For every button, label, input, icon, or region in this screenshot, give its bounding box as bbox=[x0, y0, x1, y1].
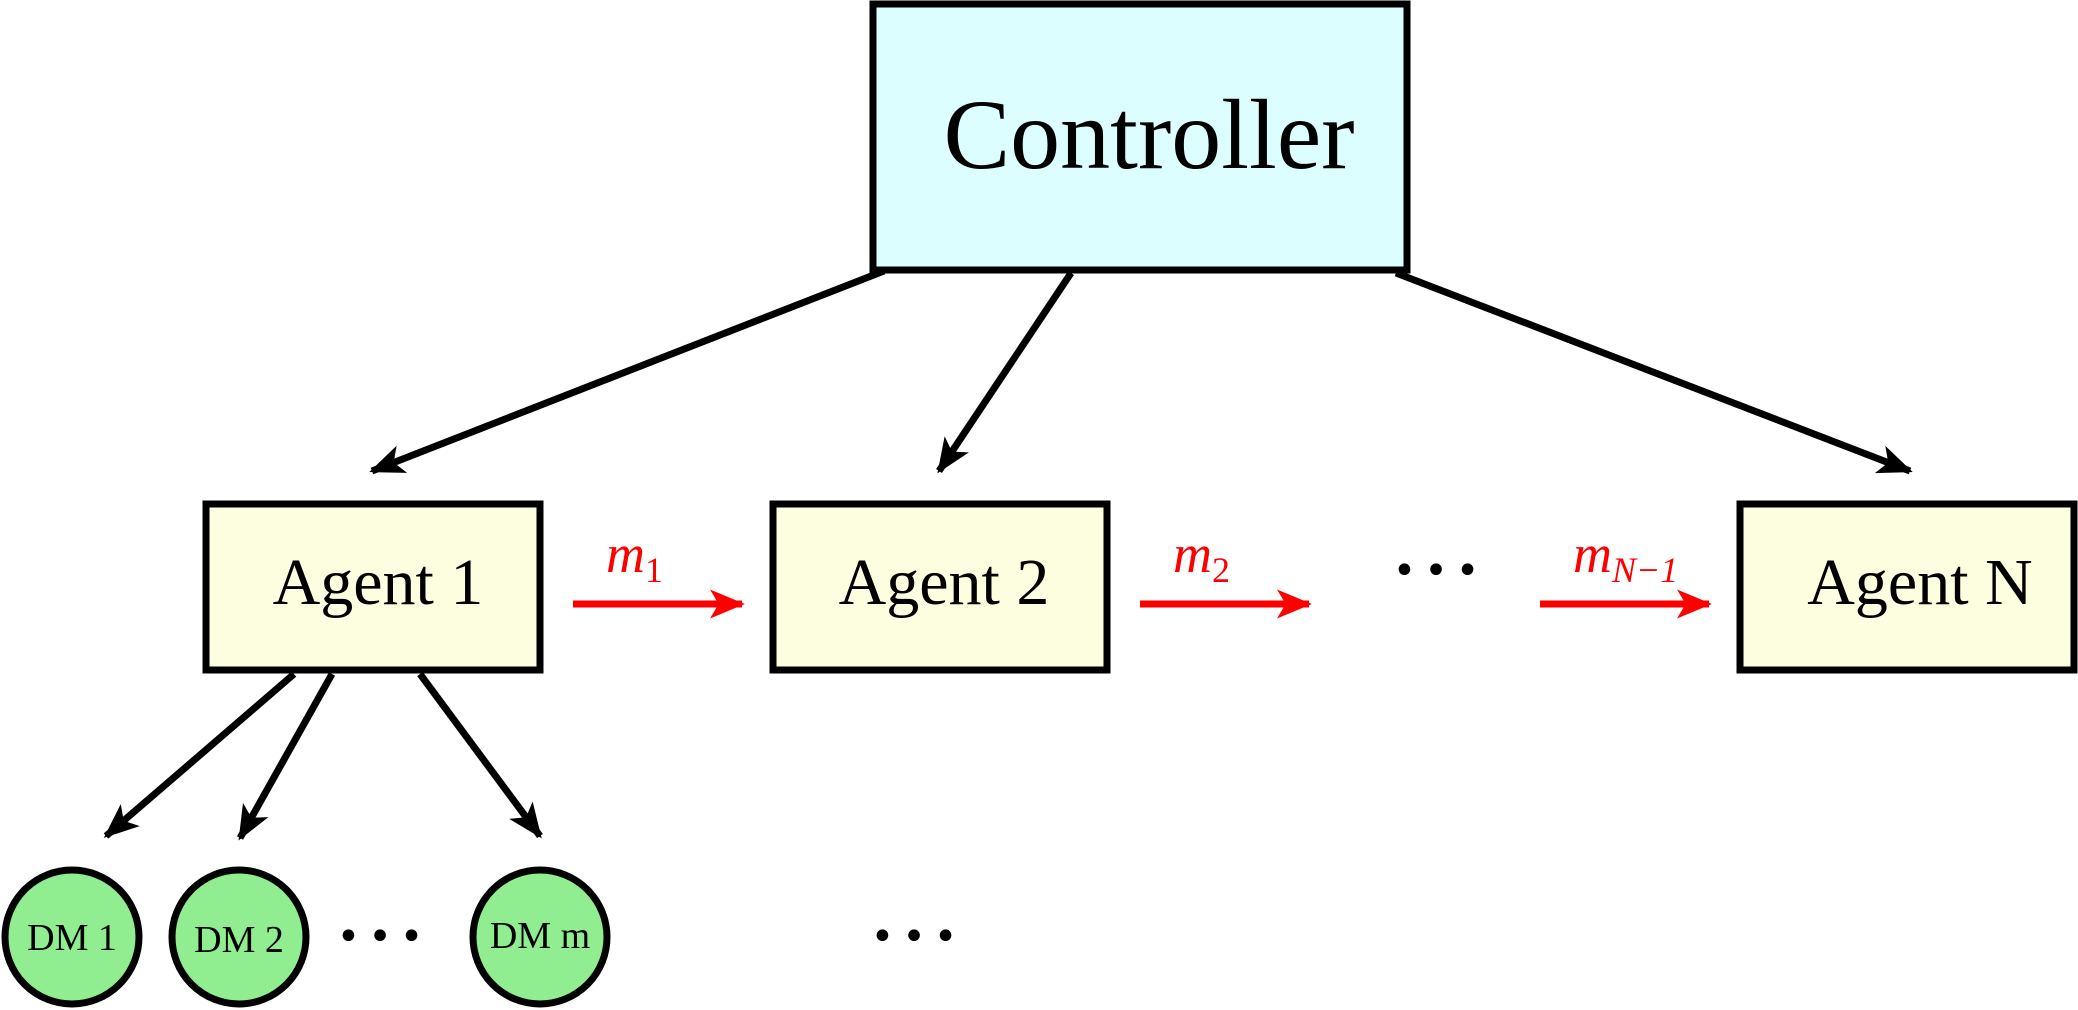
controller-box bbox=[869, 0, 1411, 274]
agent-n-box bbox=[1736, 500, 2078, 674]
controller-to-agent2-arrow bbox=[936, 271, 1074, 474]
dm-2-circle bbox=[168, 866, 310, 1008]
agent1-to-dm2-arrow bbox=[236, 672, 336, 841]
dm-m-circle bbox=[469, 866, 611, 1008]
agent2-dms-ellipsis: ••• bbox=[871, 914, 966, 960]
agents-ellipsis: ••• bbox=[1393, 548, 1488, 594]
dm-m-node: DM m bbox=[469, 866, 611, 1008]
message-n-1-label: mN−1 bbox=[1573, 524, 1678, 590]
message-1-label: m1 bbox=[606, 524, 663, 590]
agent1-to-dmm-arrow bbox=[417, 671, 543, 839]
agent-2-label: Agent 2 bbox=[839, 546, 1050, 619]
dm-m-label: DM m bbox=[490, 915, 590, 957]
agent-2-box bbox=[769, 500, 1111, 674]
dm-1-circle bbox=[1, 866, 143, 1008]
controller-label: Controller bbox=[943, 79, 1354, 190]
agent-1-node: Agent 1 bbox=[202, 500, 544, 674]
controller-node: Controller bbox=[869, 0, 1411, 274]
dm-2-node: DM 2 bbox=[168, 866, 310, 1008]
controller-to-agentN-arrow bbox=[1394, 269, 1913, 475]
message-2-label: m2 bbox=[1173, 524, 1230, 590]
agent1-to-dm1-arrow bbox=[103, 671, 297, 839]
agent-2-node: Agent 2 bbox=[769, 500, 1111, 674]
dm-1-node: DM 1 bbox=[1, 866, 143, 1008]
agent-1-label: Agent 1 bbox=[273, 546, 484, 619]
agent-n-label: Agent N bbox=[1807, 546, 2032, 619]
controller-to-agent1-arrow bbox=[369, 267, 886, 475]
dms-ellipsis: ••• bbox=[337, 914, 432, 960]
dm-2-label: DM 2 bbox=[194, 919, 284, 961]
dm-1-label: DM 1 bbox=[27, 917, 117, 959]
agent-1-box bbox=[202, 500, 544, 674]
agent-n-node: Agent N bbox=[1736, 500, 2078, 674]
